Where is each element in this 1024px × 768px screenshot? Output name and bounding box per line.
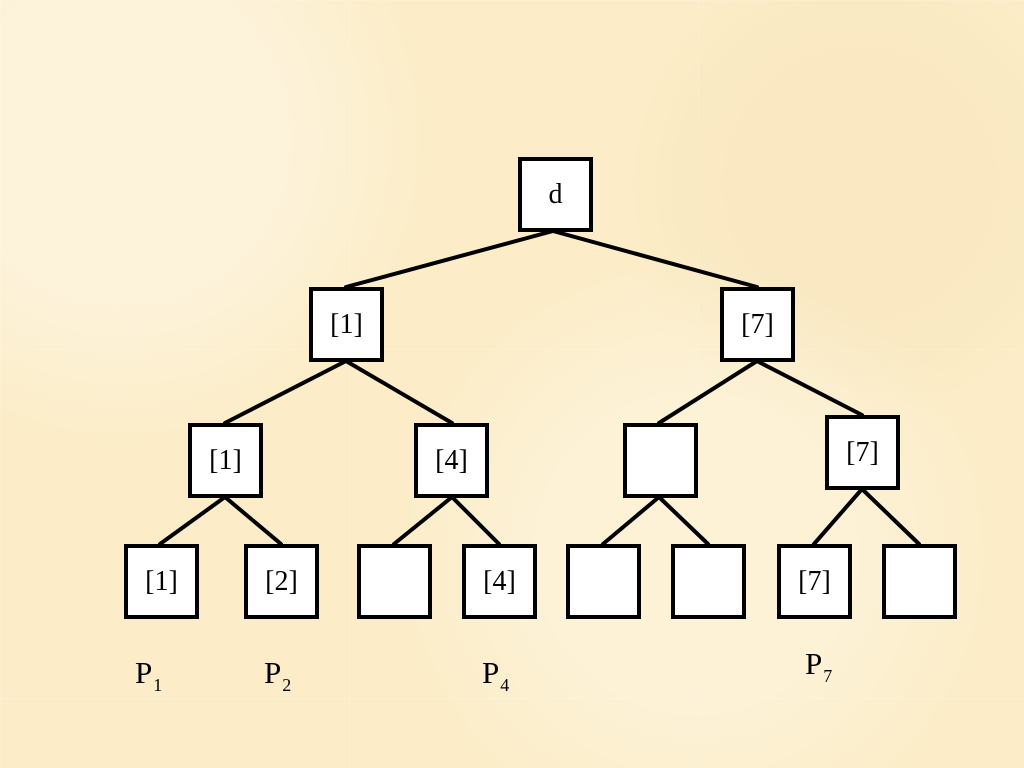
edge-node-4-left — [392, 495, 454, 546]
level1-right-label: [7] — [741, 308, 774, 340]
edge-left-level1-right — [344, 359, 454, 425]
level2-node-1-label: [1] — [209, 444, 242, 476]
edge-root-left — [344, 229, 555, 289]
leaf-node-6 — [671, 544, 746, 619]
level1-left-label: [1] — [330, 308, 363, 340]
leaf-node-8 — [882, 544, 957, 619]
level2-node-7-label: [7] — [846, 436, 879, 468]
leaf-node-4: [4] — [462, 544, 537, 619]
label-p7-base: P — [805, 646, 823, 681]
edge-node-4-right — [450, 495, 501, 546]
root-node-label: d — [548, 178, 563, 210]
label-p1: P1 — [135, 655, 162, 694]
label-p2-subscript: 2 — [282, 675, 292, 695]
edge-node-1-right — [223, 495, 283, 546]
edge-root-right — [551, 229, 759, 289]
level1-right-node: [7] — [720, 287, 795, 362]
label-p1-base: P — [135, 655, 153, 690]
level2-node-4-label: [4] — [435, 444, 468, 476]
label-p4-base: P — [482, 655, 500, 690]
leaf-node-2: [2] — [244, 544, 319, 619]
label-p4-subscript: 4 — [500, 675, 510, 695]
level2-node-7: [7] — [825, 415, 900, 490]
label-p2-base: P — [264, 655, 282, 690]
leaf-node-4-label: [4] — [483, 565, 516, 597]
leaf-node-5 — [566, 544, 641, 619]
leaf-node-1-label: [1] — [145, 565, 178, 597]
level2-empty-node — [623, 423, 698, 498]
label-p7-subscript: 7 — [823, 666, 833, 686]
edge-left-level1-left — [223, 359, 348, 425]
leaf-node-7-label: [7] — [798, 565, 831, 597]
edge-empty-node-right — [657, 495, 710, 546]
edge-right-level1-left — [657, 359, 759, 425]
edge-empty-node-left — [601, 495, 661, 546]
leaf-node-3 — [357, 544, 432, 619]
label-p1-subscript: 1 — [153, 675, 163, 695]
edge-node-1-left — [158, 495, 227, 546]
leaf-node-7: [7] — [777, 544, 852, 619]
label-p2: P2 — [264, 655, 291, 694]
edge-node-7-right — [860, 487, 921, 546]
leaf-node-2-label: [2] — [265, 565, 298, 597]
label-p7: P7 — [805, 646, 832, 685]
level1-left-node: [1] — [309, 287, 384, 362]
leaf-node-1: [1] — [124, 544, 199, 619]
edge-node-7-left — [812, 487, 864, 546]
level2-node-1: [1] — [188, 423, 263, 498]
label-p4: P4 — [482, 655, 509, 694]
root-node: d — [518, 157, 593, 232]
level2-node-4: [4] — [414, 423, 489, 498]
edge-right-level1-right — [755, 359, 864, 417]
